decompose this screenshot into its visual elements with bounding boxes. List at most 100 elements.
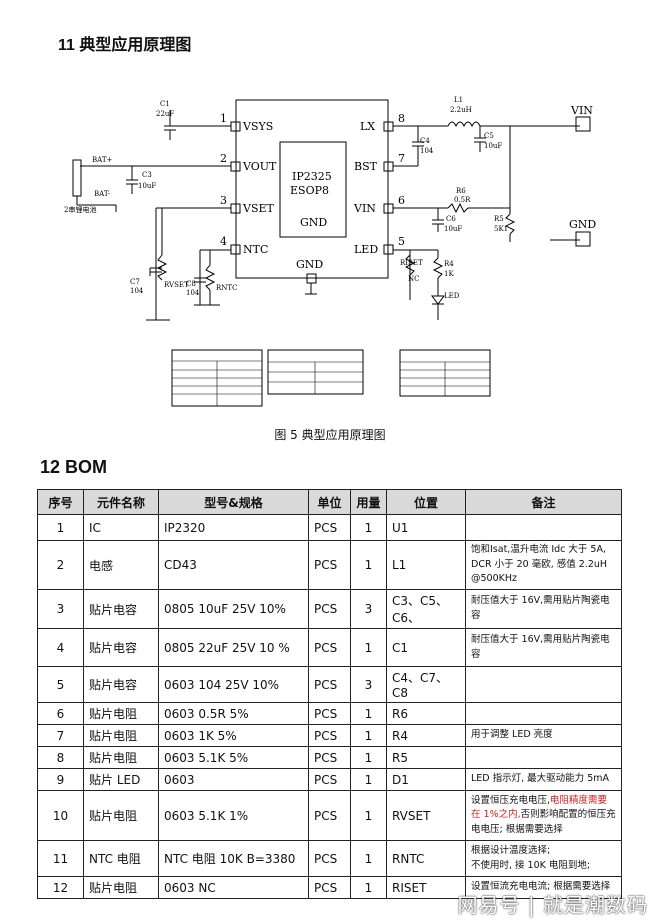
bom-cell-note: LED 指示灯, 最大驱动能力 5mA — [465, 768, 622, 792]
bom-cell-no: 11 — [37, 840, 84, 878]
svg-text:104: 104 — [130, 287, 144, 295]
svg-text:L1: L1 — [454, 96, 463, 104]
bom-cell-qty: 1 — [350, 539, 387, 591]
bom-cell-name: 贴片 LED — [83, 768, 159, 792]
svg-text:VIN: VIN — [353, 202, 376, 215]
svg-text:0.5R: 0.5R — [454, 196, 471, 204]
bom-cell-note: 设置恒流充电电流; 根据需要选择 — [465, 876, 622, 900]
svg-text:104: 104 — [186, 289, 200, 297]
svg-text:BAT-: BAT- — [94, 190, 111, 198]
svg-text:BAT+: BAT+ — [92, 156, 112, 164]
svg-text:R5: R5 — [494, 215, 504, 223]
bom-cell-name: 贴片电容 — [83, 589, 159, 630]
svg-text:RISET: RISET — [400, 259, 423, 267]
bom-cell-note: 耐压值大于 16V,需用贴片陶瓷电容 — [465, 628, 622, 668]
bom-cell-name: IC — [83, 514, 159, 541]
bom-cell-pos: U1 — [386, 514, 466, 541]
bom-cell-name: 贴片电阻 — [83, 702, 159, 726]
note-text: 否则影响配置的恒压充电电压; 根据需要选择 — [471, 809, 616, 836]
svg-text:C8: C8 — [186, 280, 196, 288]
bom-cell-qty: 1 — [350, 628, 387, 668]
bom-cell-note: 设置恒压充电电压,电阻精度需要在 1%之内,否则影响配置的恒压充电电压; 根据需… — [465, 790, 622, 842]
figure-caption: 图 5 典型应用原理图 — [274, 428, 386, 442]
bom-cell-spec: CD43 — [158, 539, 309, 591]
bom-cell-qty: 1 — [350, 876, 387, 900]
bom-cell-no: 3 — [37, 589, 84, 630]
bom-cell-note — [465, 702, 622, 726]
bom-cell-no: 7 — [37, 724, 84, 748]
ic-body — [235, 99, 389, 279]
bom-cell-name: 贴片电阻 — [83, 790, 159, 842]
bom-cell-note: 饱和Isat,温升电流 Idc 大于 5A, DCR 小于 20 毫欧, 感值 … — [465, 539, 622, 591]
svg-text:VOUT: VOUT — [242, 160, 277, 173]
bom-cell-spec: IP2320 — [158, 514, 309, 541]
bom-cell-unit: PCS — [308, 514, 351, 541]
svg-text:C4: C4 — [420, 137, 430, 145]
svg-text:104: 104 — [420, 147, 434, 155]
bom-cell-name: 贴片电容 — [83, 666, 159, 704]
svg-text:R6: R6 — [456, 187, 466, 195]
ic-die — [279, 141, 347, 238]
section-title-bom: 12 BOM — [40, 457, 108, 477]
bom-cell-pos: RNTC — [386, 840, 466, 878]
bom-cell-unit: PCS — [308, 666, 351, 704]
bom-cell-no: 5 — [37, 666, 84, 704]
bom-cell-note — [465, 514, 622, 541]
bom-cell-note: 耐压值大于 16V,需用贴片陶瓷电容 — [465, 589, 622, 630]
section-title-schematic: 11 典型应用原理图 — [58, 37, 192, 54]
bom-cell-qty: 1 — [350, 702, 387, 726]
bom-cell-unit: PCS — [308, 702, 351, 726]
svg-text:GND: GND — [296, 258, 323, 271]
bom-cell-no: 6 — [37, 702, 84, 726]
svg-text:RVSET: RVSET — [164, 281, 189, 289]
svg-text:C6: C6 — [446, 215, 456, 223]
svg-text:LX: LX — [360, 120, 375, 133]
bom-cell-name: 贴片电阻 — [83, 724, 159, 748]
bom-cell-note — [465, 666, 622, 704]
bom-cell-spec: NTC 电阻 10K B=3380 — [158, 840, 309, 878]
svg-text:7: 7 — [398, 152, 405, 165]
bom-cell-note: 用于调整 LED 亮度 — [465, 724, 622, 748]
svg-text:ESOP8: ESOP8 — [290, 184, 329, 197]
bom-cell-qty: 1 — [350, 790, 387, 842]
note-text-red: 电阻精度需要在 1%之内, — [471, 794, 608, 821]
svg-text:8: 8 — [398, 112, 405, 125]
bom-cell-spec: 0603 104 25V 10% — [158, 666, 309, 704]
watermark: 网易号 | 就是潮数码 — [457, 893, 648, 917]
svg-text:VIN: VIN — [570, 104, 593, 117]
bom-cell-unit: PCS — [308, 876, 351, 900]
header-cell: 元件名称 — [83, 489, 159, 515]
bom-cell-unit: PCS — [308, 628, 351, 668]
svg-text:1: 1 — [220, 112, 227, 125]
svg-text:10uF: 10uF — [138, 182, 156, 190]
bom-cell-pos: RISET — [386, 876, 466, 900]
bom-cell-no: 8 — [37, 746, 84, 770]
bom-cell-pos: R4 — [386, 724, 466, 748]
svg-text:22uF: 22uF — [156, 110, 174, 118]
bom-cell-qty: 3 — [350, 589, 387, 630]
svg-text:4: 4 — [220, 235, 227, 248]
bom-cell-pos: RVSET — [386, 790, 466, 842]
bom-cell-pos: L1 — [386, 539, 466, 591]
bom-cell-qty: 1 — [350, 514, 387, 541]
bom-cell-name: 贴片电阻 — [83, 876, 159, 900]
svg-text:GND: GND — [569, 218, 596, 231]
bom-cell-unit: PCS — [308, 840, 351, 878]
svg-text:3: 3 — [220, 194, 227, 207]
svg-text:R4: R4 — [444, 260, 454, 268]
bom-cell-name: 贴片电阻 — [83, 746, 159, 770]
bom-cell-qty: 3 — [350, 666, 387, 704]
bom-cell-spec: 0603 5.1K 5% — [158, 746, 309, 770]
